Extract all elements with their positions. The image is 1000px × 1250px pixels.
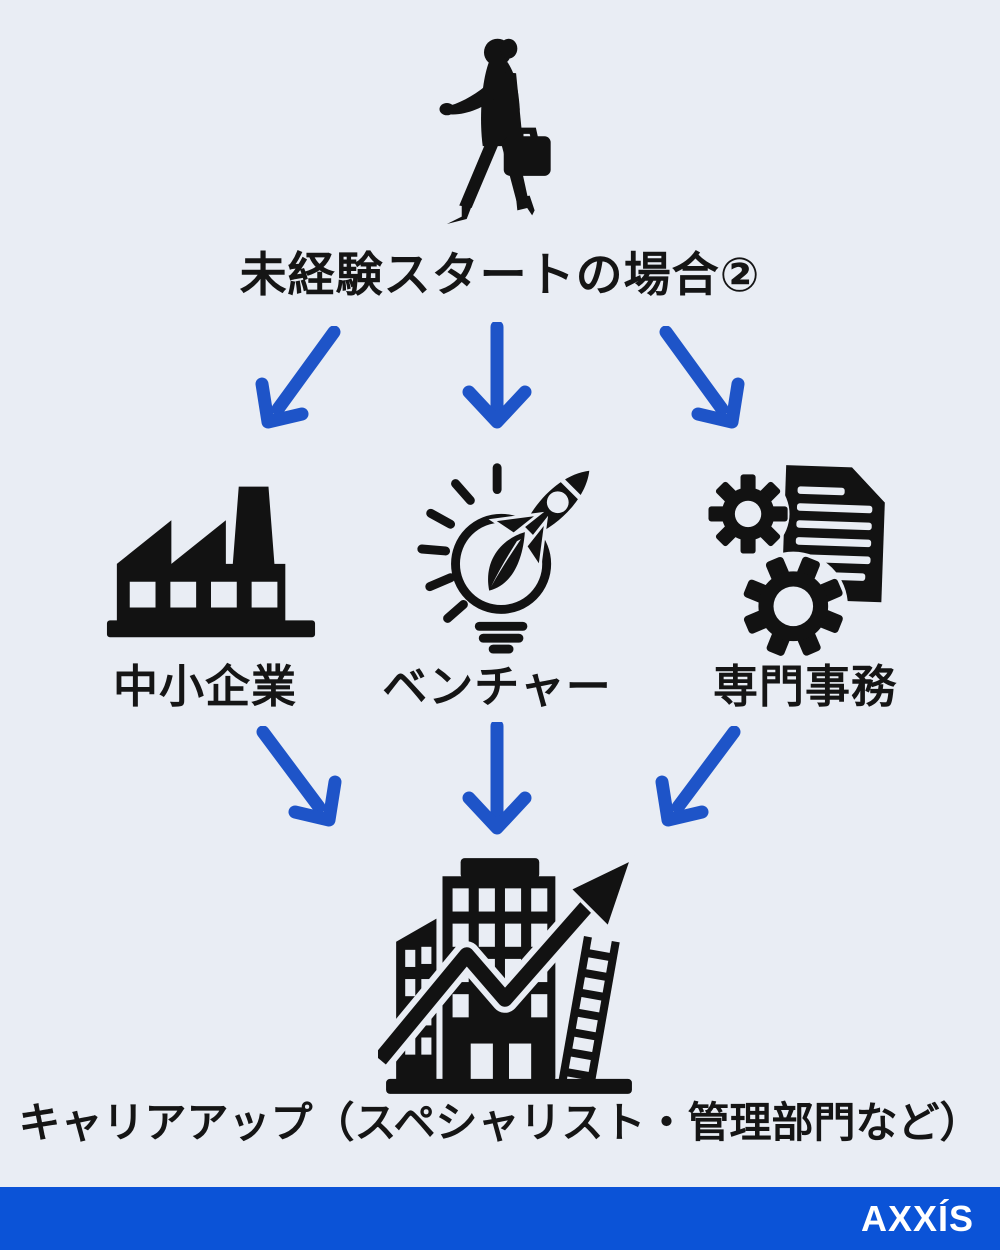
arrow-down-icon [447, 322, 547, 437]
building-growth-ladder-icon [378, 846, 640, 1098]
arrow-down-left-icon [652, 726, 752, 834]
branch-label-venture: ベンチャー [382, 661, 612, 712]
footer-bar: AXXÍS [0, 1187, 1000, 1250]
branch-label-sme: 中小企業 [112, 661, 297, 712]
arrow-down-right-icon [648, 326, 748, 436]
businesswoman-icon [425, 35, 580, 245]
page-title: 未経験スタートの場合② [239, 248, 761, 301]
lightbulb-rocket-icon [402, 438, 620, 660]
factory-icon [102, 455, 320, 653]
arrow-down-left-icon [252, 326, 352, 436]
outcome-label: キャリアアップ（スペシャリスト・管理部門など） [18, 1099, 982, 1146]
arrow-down-right-icon [245, 726, 345, 834]
gears-document-icon [698, 448, 898, 660]
branch-label-professional-office: 専門事務 [712, 661, 897, 712]
arrow-down-icon [447, 722, 547, 844]
brand-logo: AXXÍS [860, 1197, 974, 1239]
businesswoman-walking-silhouette-icon [439, 38, 551, 224]
